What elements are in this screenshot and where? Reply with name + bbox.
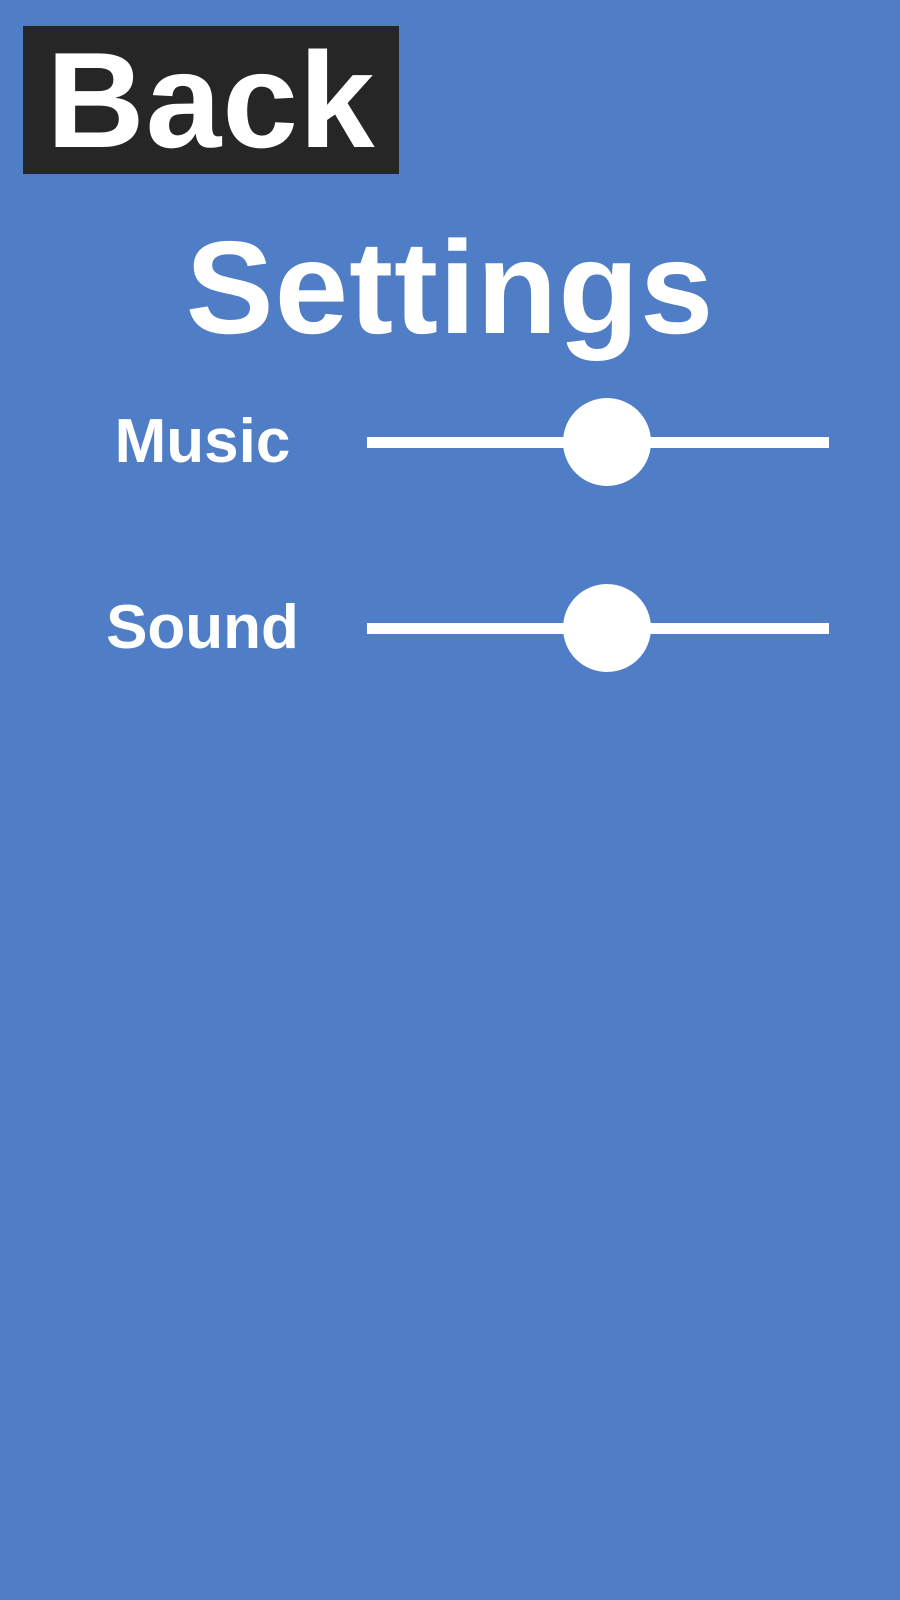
page-title: Settings: [185, 214, 715, 361]
sound-setting-row: Sound: [0, 578, 900, 678]
sound-slider[interactable]: [367, 578, 829, 678]
sound-label: Sound: [106, 593, 299, 662]
music-setting-row: Music: [0, 392, 900, 492]
music-slider[interactable]: [367, 392, 829, 492]
music-label: Music: [114, 407, 291, 476]
music-slider-knob[interactable]: [563, 398, 652, 486]
back-button[interactable]: Back: [23, 26, 399, 174]
sound-slider-knob[interactable]: [563, 584, 652, 672]
